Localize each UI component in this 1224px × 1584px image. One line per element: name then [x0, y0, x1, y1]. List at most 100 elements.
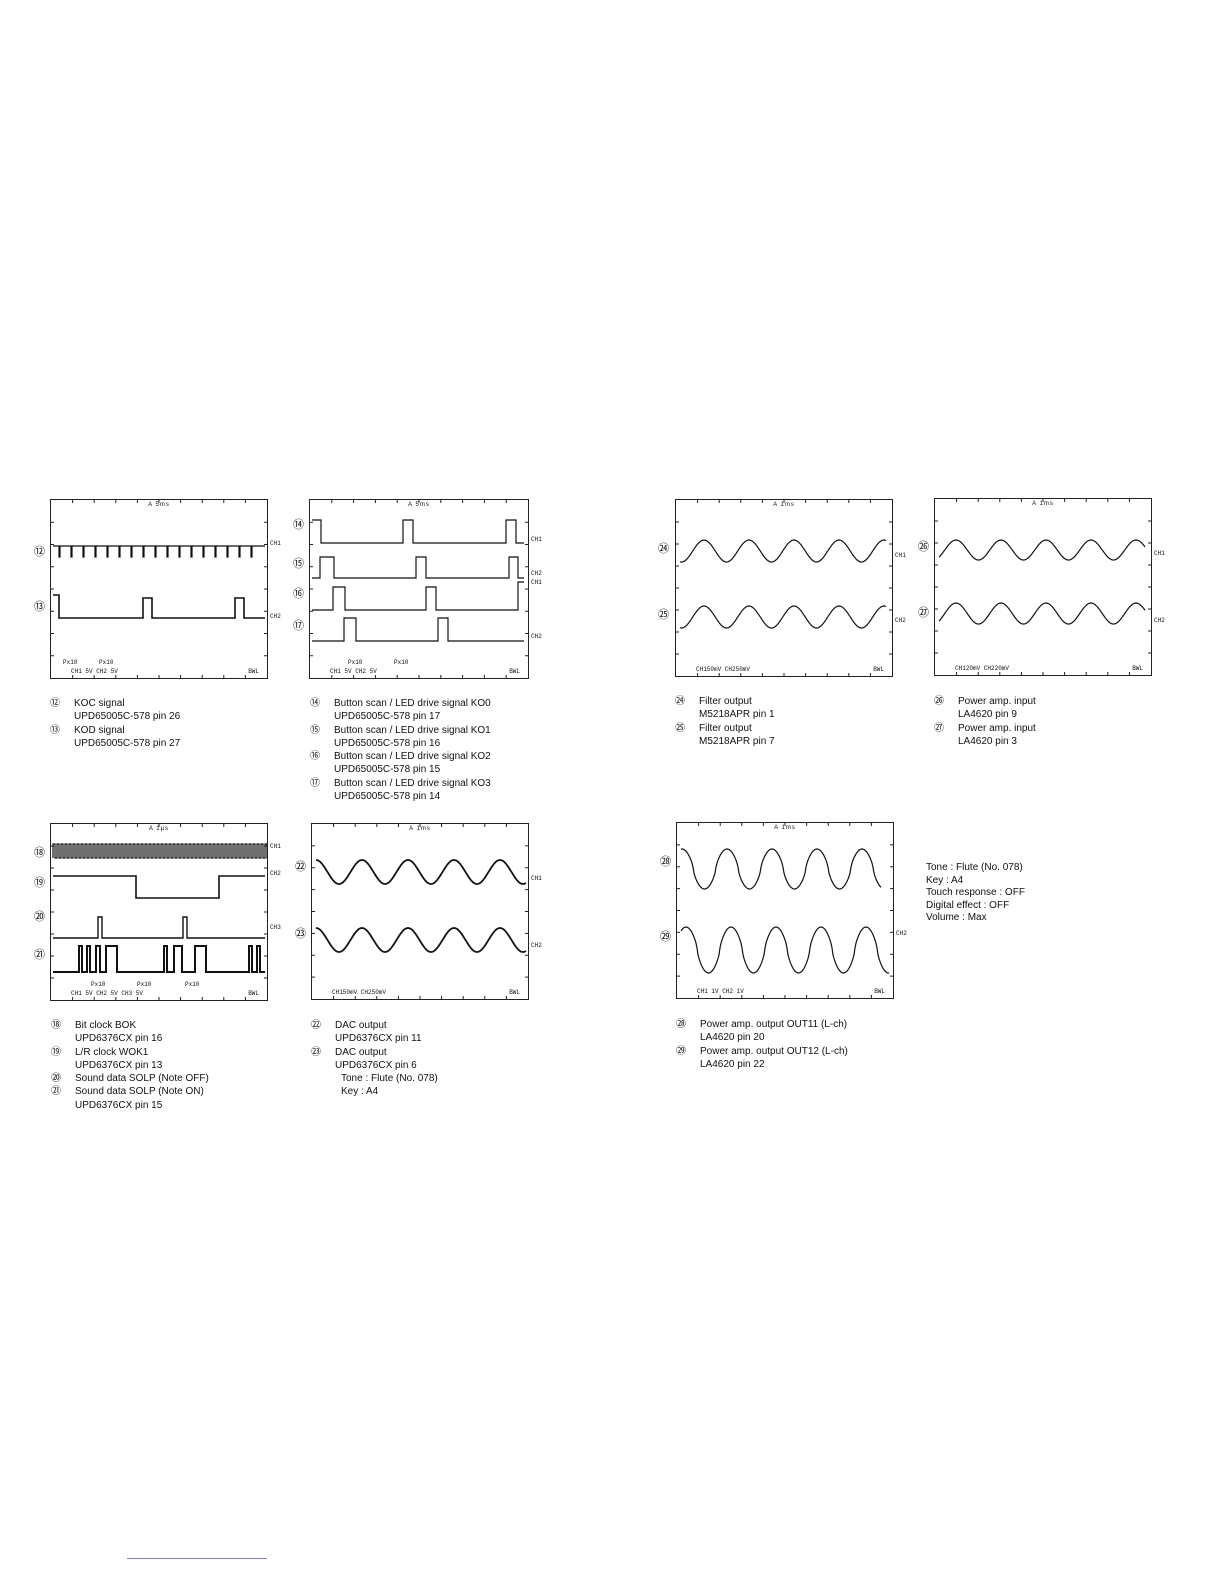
caption-pin: LA4620 pin 22: [700, 1058, 765, 1070]
scale-footer: CH150mV CH250mV: [696, 666, 751, 673]
caption-title: Power amp. output OUT11 (L-ch): [700, 1019, 848, 1030]
caption-number: ⑳: [51, 1073, 61, 1085]
caption-pin: UPD6376CX pin 11: [335, 1033, 422, 1045]
marker-25: ㉕: [658, 609, 669, 621]
probe-label: Px10: [348, 659, 363, 666]
scope-graticule: [676, 500, 892, 676]
caption-pin: UPD65005C-578 pin 16: [334, 737, 441, 749]
setting-line: Tone : Flute (No. 078): [926, 862, 1023, 873]
graticule-ticks: [51, 500, 267, 678]
scale-footer: CH1 5V CH2 5V: [330, 668, 377, 675]
caption-pin: LA4620 pin 20: [700, 1032, 765, 1044]
caption-number: ㉖: [934, 696, 944, 707]
channel-label: CH2: [1154, 617, 1165, 624]
marker-22: ㉒: [295, 861, 306, 873]
probe-label: Px10: [394, 659, 409, 666]
timebase-label: A 5ms: [148, 502, 170, 508]
scale-footer: CH150mV CH250mV: [332, 989, 387, 996]
settings-note: Tone : Flute (No. 078) Key : A4 Touch re…: [926, 862, 1025, 925]
bw-label: BWL: [1132, 665, 1143, 672]
channel-label: CH3: [270, 924, 281, 931]
channel-label: CH1: [531, 579, 542, 586]
channel-label: CH2: [531, 942, 542, 949]
caption-title: Bit clock BOK: [75, 1020, 137, 1031]
waveform-trace: [312, 519, 524, 642]
caption-number: ㉑: [51, 1086, 61, 1098]
caption-title: Power amp. input: [958, 722, 1036, 734]
channel-label: CH2: [896, 930, 907, 937]
caption-number: ⑫: [50, 698, 60, 709]
caption-number: ⑯: [310, 751, 320, 763]
caption-pin: UPD6376CX pin 13: [75, 1059, 163, 1071]
caption-pin: UPD65005C-578 pin 26: [74, 711, 181, 723]
marker-28: ㉘: [660, 856, 671, 868]
marker-19: ⑲: [34, 877, 45, 889]
caption-title: Button scan / LED drive signal KO3: [334, 777, 491, 789]
caption-title: Filter output: [699, 722, 752, 734]
marker-24: ㉔: [658, 543, 669, 555]
caption-pin: UPD65005C-578 pin 27: [74, 737, 181, 749]
caption-title: DAC output: [335, 1020, 387, 1031]
caption-number: ㉘: [676, 1019, 686, 1030]
caption-title: L/R clock WOK1: [75, 1046, 149, 1058]
waveform-trace: [680, 848, 889, 974]
caption-pin: UPD65005C-578 pin 15: [334, 764, 441, 776]
timebase-label: A 1µs: [148, 826, 170, 832]
caption-title: Sound data SOLP (Note ON): [75, 1086, 204, 1098]
caption-pin: UPD6376CX pin 6: [335, 1059, 417, 1071]
channel-label: CH2: [270, 870, 281, 877]
graticule-ticks: [310, 500, 528, 678]
marker-29: ㉙: [660, 931, 671, 943]
caption-number: ㉗: [934, 722, 944, 734]
caption-note: Key : A4: [341, 1086, 379, 1098]
bw-label: BWL: [248, 668, 259, 675]
channel-label: CH1: [895, 552, 906, 559]
setting-line: Key : A4: [926, 874, 964, 886]
probe-label: Px10: [99, 659, 114, 666]
channel-label: CH1: [1154, 550, 1165, 557]
caption-number: ⑱: [51, 1020, 61, 1031]
waveform-trace: [938, 539, 1146, 625]
probe-label: Px10: [63, 659, 78, 666]
marker-26: ㉖: [918, 541, 929, 553]
channel-label: CH1: [270, 843, 281, 850]
caption-number: ㉕: [675, 722, 685, 734]
channel-label: CH2: [531, 633, 542, 640]
scope-graticule: [310, 500, 528, 678]
setting-line: Digital effect : OFF: [926, 899, 1010, 911]
marker-17: ⑰: [293, 620, 304, 632]
caption-pin: UPD65005C-578 pin 17: [334, 711, 441, 723]
marker-23: ㉓: [295, 928, 306, 940]
scope-graticule: [51, 500, 267, 678]
timebase-label: A 5ms: [408, 502, 430, 508]
scope-power-amp-input: A 1ms CH120mV CH220mV BWL: [934, 498, 1152, 676]
waveform-trace: [315, 859, 527, 953]
caption-pin: M5218APR pin 1: [699, 709, 775, 721]
marker-27: ㉗: [918, 607, 929, 619]
caption-title: Power amp. output OUT12 (L-ch): [700, 1045, 848, 1057]
marker-15: ⑮: [293, 558, 304, 570]
bw-label: BWL: [509, 989, 520, 996]
caption-title: Button scan / LED drive signal KO2: [334, 751, 491, 763]
marker-12: ⑫: [34, 546, 45, 558]
caption-number: ⑮: [310, 724, 320, 736]
bw-label: BWL: [509, 668, 520, 675]
timebase-label: A 1ms: [1032, 501, 1054, 507]
caption-group-7: ㉘ Power amp. output OUT11 (L-ch) LA4620 p…: [676, 1018, 848, 1071]
scope-button-scan: A 5ms Px10 Px10 CH1 5V CH2 5V BWL: [309, 499, 529, 679]
caption-pin: LA4620 pin 3: [958, 735, 1017, 747]
caption-number: ㉔: [675, 696, 685, 707]
graticule-ticks: [312, 824, 528, 999]
caption-number: ⑬: [50, 724, 60, 736]
probe-label: Px10: [91, 981, 106, 988]
caption-pin: UPD6376CX pin 16: [75, 1033, 163, 1045]
caption-pin: UPD6376CX pin 15: [75, 1099, 163, 1111]
caption-title: Button scan / LED drive signal KO0: [334, 698, 491, 709]
bw-label: BWL: [874, 988, 885, 995]
channel-label: CH2: [895, 617, 906, 624]
probe-label: Px10: [137, 981, 152, 988]
